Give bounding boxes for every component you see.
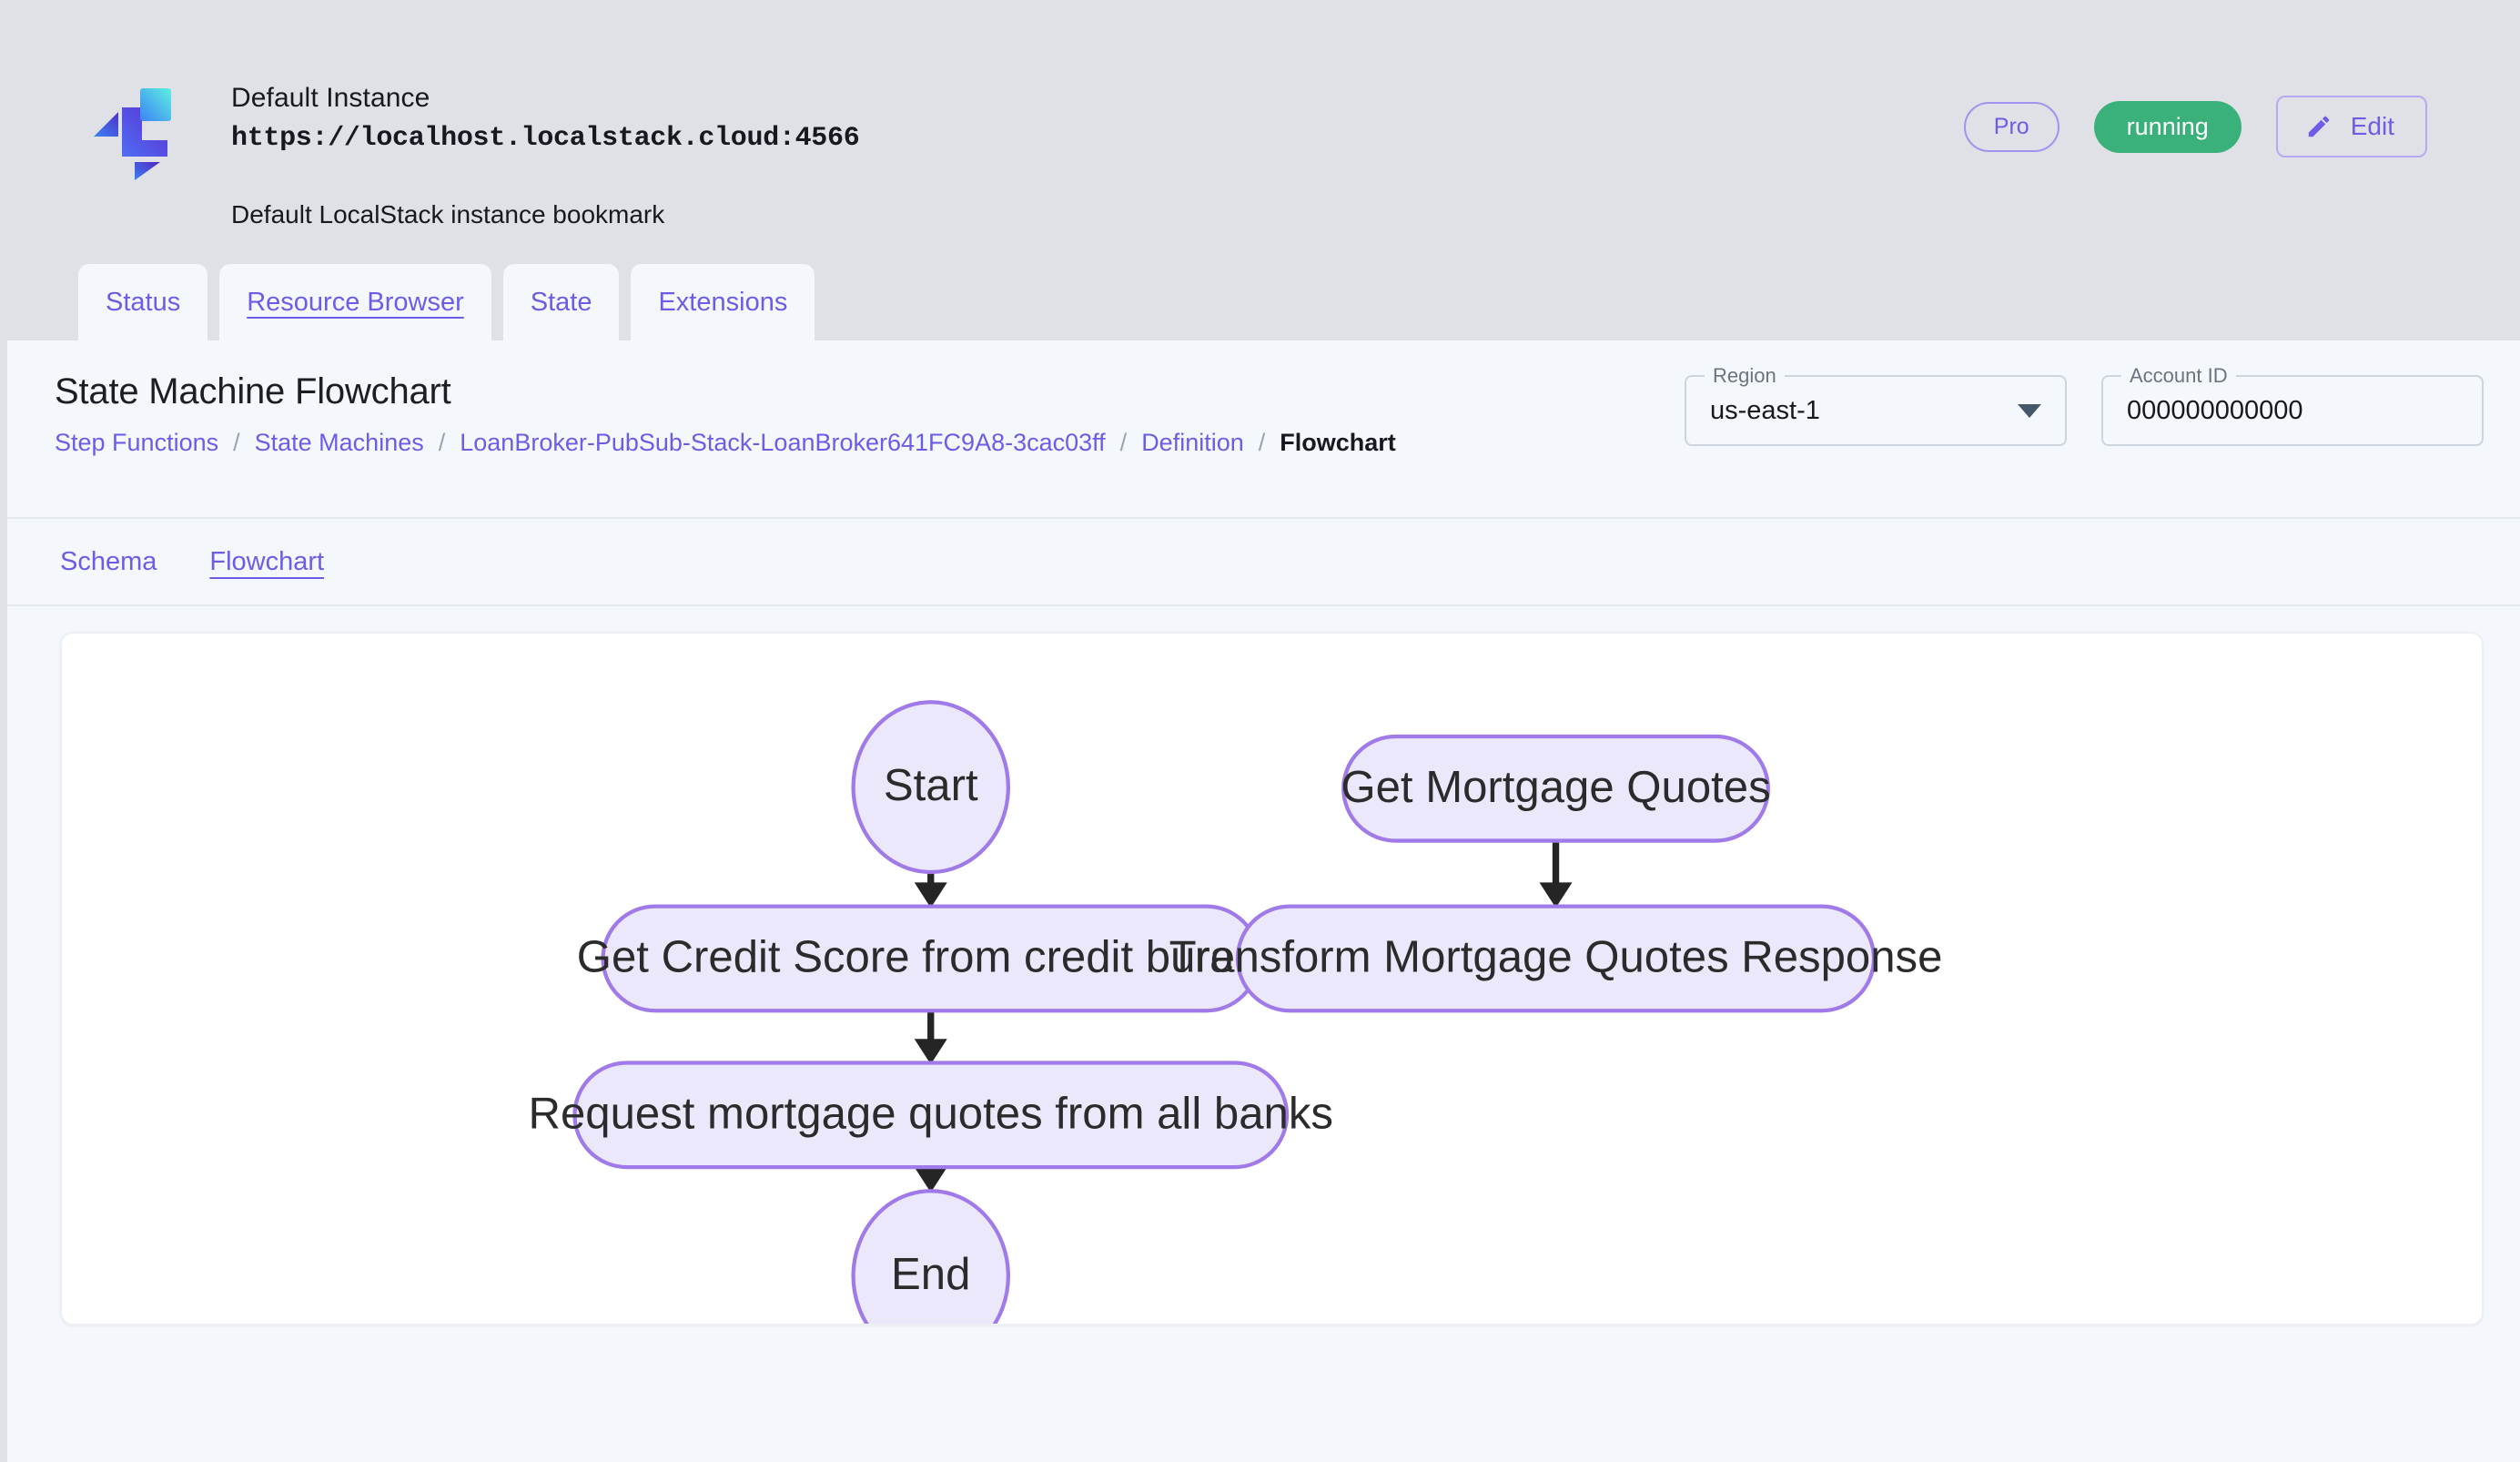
tab-resource-browser[interactable]: Resource Browser [219, 264, 491, 340]
breadcrumb-separator: / [233, 429, 240, 456]
localstack-logo-icon [89, 86, 173, 180]
tab-status-label: Status [106, 287, 181, 317]
chevron-down-icon [2018, 403, 2041, 418]
context-fields: Region us-east-1 Account ID 000000000000 [1685, 363, 2484, 446]
flowchart-node[interactable]: Start [851, 700, 1010, 875]
subtab-schema[interactable]: Schema [60, 547, 157, 576]
tab-status[interactable]: Status [78, 264, 208, 340]
tab-resource-browser-label: Resource Browser [247, 287, 464, 317]
main-tabs: Status Resource Browser State Extensions [78, 264, 815, 340]
subtab-flowchart[interactable]: Flowchart [209, 547, 325, 576]
region-select[interactable]: Region us-east-1 [1685, 363, 2067, 446]
pro-badge[interactable]: Pro [1963, 101, 2060, 152]
region-label: Region [1705, 363, 1785, 389]
breadcrumb: Step Functions / State Machines / LoanBr… [55, 426, 2520, 459]
breadcrumb-item-flowchart: Flowchart [1280, 429, 1396, 456]
flowchart-node[interactable]: End [851, 1189, 1010, 1324]
edit-button-label: Edit [2350, 112, 2394, 140]
page-header: State Machine Flowchart Step Functions /… [7, 340, 2520, 519]
node-shape-ellipse [851, 700, 1010, 875]
breadcrumb-item-state-machines[interactable]: State Machines [254, 429, 424, 456]
instance-description: Default LocalStack instance bookmark [231, 200, 665, 228]
breadcrumb-item-step-functions[interactable]: Step Functions [55, 429, 219, 456]
status-badge[interactable]: running [2093, 100, 2242, 153]
tab-state[interactable]: State [502, 264, 620, 340]
flowchart-node[interactable]: Get Mortgage Quotes [1341, 734, 1771, 843]
node-label: Get Mortgage Quotes [1341, 763, 1770, 812]
flowchart-arrowhead [1539, 882, 1573, 909]
header-actions: Pro running Edit [1963, 96, 2427, 157]
breadcrumb-separator: / [1119, 429, 1128, 456]
account-id-field[interactable]: Account ID 000000000000 [2101, 363, 2484, 446]
tab-state-label: State [530, 287, 592, 317]
node-label: End [891, 1250, 970, 1299]
instance-summary: Default Instance https://localhost.local… [0, 0, 2520, 231]
breadcrumb-separator: / [438, 429, 446, 456]
flowchart-node[interactable]: Transform Mortgage Quotes Response [1169, 904, 1943, 1013]
flowchart-node[interactable]: Get Credit Score from credit bureau [577, 904, 1285, 1013]
edit-button[interactable]: Edit [2275, 96, 2427, 157]
flowchart-arrowhead [914, 1167, 947, 1193]
instance-url: https://localhost.localstack.cloud:4566 [231, 123, 860, 154]
page-title: State Machine Flowchart [55, 371, 451, 411]
instance-header: Default Instance https://localhost.local… [0, 0, 2520, 340]
main-panel: State Machine Flowchart Step Functions /… [0, 340, 2520, 1462]
region-value: us-east-1 [1710, 395, 1820, 425]
node-label: Get Credit Score from credit bureau [577, 933, 1285, 982]
flowchart-arrowhead [914, 882, 947, 909]
tab-extensions[interactable]: Extensions [631, 264, 815, 340]
sub-tabs: Schema Flowchart [7, 519, 2520, 606]
flowchart-arrowhead [914, 1039, 947, 1065]
pencil-icon [2305, 113, 2333, 140]
tab-extensions-label: Extensions [658, 287, 788, 317]
account-id-value: 000000000000 [2127, 395, 2303, 425]
account-id-label: Account ID [2121, 363, 2236, 389]
node-shape-rounded-rect [1341, 734, 1770, 843]
node-shape-rounded-rect [1235, 904, 1877, 1013]
breadcrumb-separator: / [1258, 429, 1266, 456]
node-label: Start [884, 761, 978, 810]
instance-name: Default Instance [231, 83, 430, 113]
node-shape-rounded-rect [572, 1061, 1290, 1170]
breadcrumb-item-definition[interactable]: Definition [1141, 429, 1244, 456]
flowchart-node[interactable]: Request mortgage quotes from all banks [529, 1061, 1333, 1170]
breadcrumb-item-state-machine-name[interactable]: LoanBroker-PubSub-Stack-LoanBroker641FC9… [460, 429, 1106, 456]
node-shape-ellipse [851, 1189, 1010, 1324]
node-label: Transform Mortgage Quotes Response [1169, 933, 1943, 982]
node-label: Request mortgage quotes from all banks [529, 1089, 1333, 1138]
